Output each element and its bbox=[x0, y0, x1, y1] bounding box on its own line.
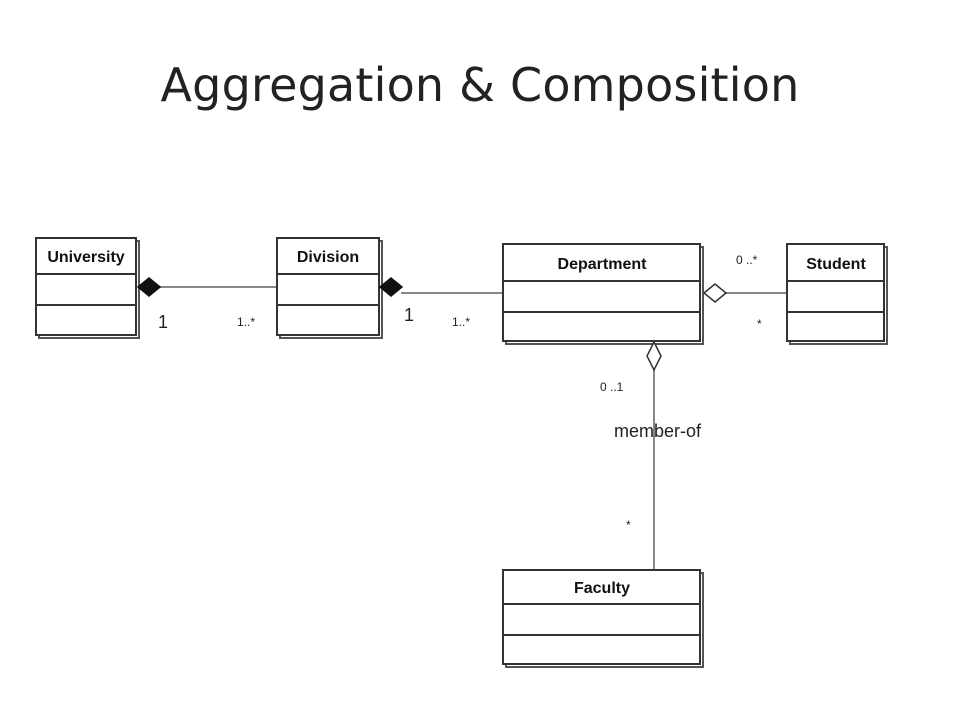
class-university: University bbox=[35, 237, 140, 339]
slide-title: Aggregation & Composition bbox=[160, 58, 800, 112]
class-student-name: Student bbox=[806, 256, 866, 273]
aggregation-diamond-student bbox=[702, 283, 728, 303]
multiplicity-faculty-side: * bbox=[626, 518, 631, 532]
class-university-name: University bbox=[47, 249, 124, 266]
multiplicity-university-side: 1 bbox=[158, 312, 168, 332]
multiplicity-student-top: 0 ..* bbox=[736, 253, 758, 267]
composition-diamond-division bbox=[378, 277, 404, 297]
multiplicity-department-part: 1..* bbox=[452, 315, 470, 329]
class-department-name: Department bbox=[558, 256, 648, 273]
multiplicity-division-whole: 1 bbox=[404, 305, 414, 325]
aggregation-diamond-faculty bbox=[646, 340, 662, 372]
class-division-name: Division bbox=[297, 249, 359, 266]
class-student: Student bbox=[786, 243, 888, 345]
class-department: Department bbox=[502, 243, 704, 345]
composition-diamond-university bbox=[136, 277, 162, 297]
class-faculty-name: Faculty bbox=[574, 580, 630, 597]
role-member-of: member-of bbox=[614, 421, 702, 441]
multiplicity-student-bottom: * bbox=[757, 317, 762, 331]
class-faculty: Faculty bbox=[502, 569, 704, 668]
multiplicity-department-faculty: 0 ..1 bbox=[600, 380, 624, 394]
class-division: Division bbox=[276, 237, 383, 339]
multiplicity-division-side: 1..* bbox=[237, 315, 255, 329]
